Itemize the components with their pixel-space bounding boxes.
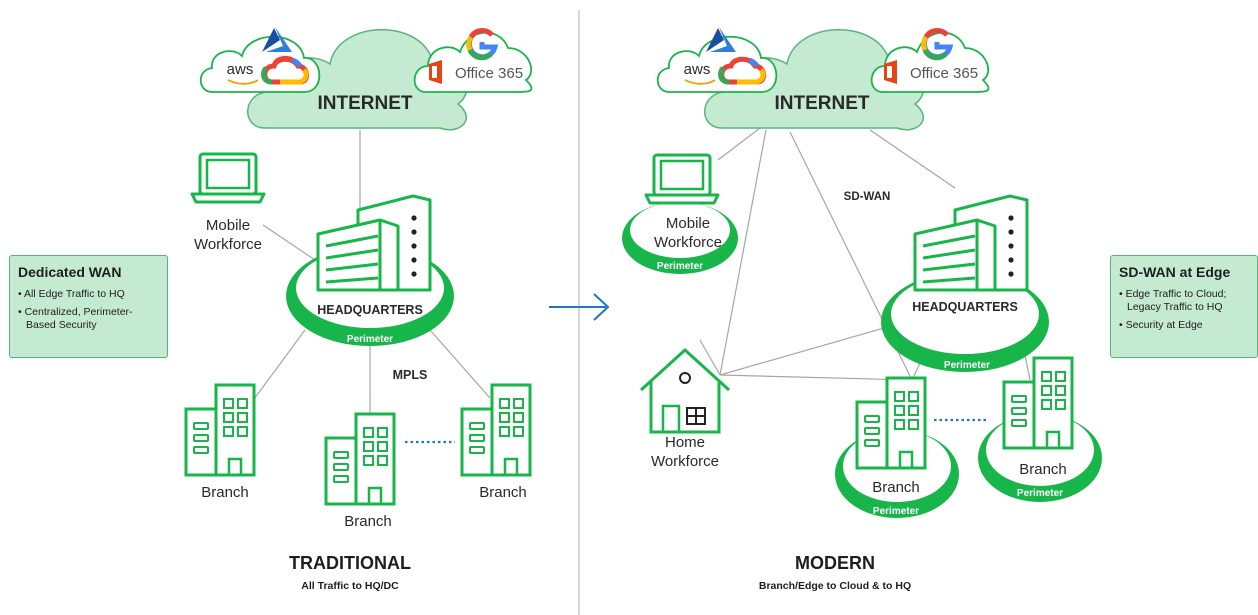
branch-building-icon: [1002, 356, 1074, 450]
panel-item: All Edge Traffic to HQ: [18, 288, 159, 301]
google-logo-icon: [466, 28, 499, 61]
branch-perimeter-label: Perimeter: [1016, 488, 1064, 499]
office365-label: Office 365: [454, 65, 524, 82]
right-service-cloud-icon: [413, 31, 533, 93]
branch-label: Branch: [344, 513, 392, 530]
transition-arrow-icon: [549, 293, 610, 321]
mobile-laptop-icon: [190, 152, 266, 204]
branch-label: Branch: [1019, 461, 1067, 478]
panel-item: Edge Traffic to Cloud; Legacy Traffic to…: [1119, 288, 1249, 314]
mobile-perimeter-ring-icon: [622, 202, 738, 274]
mobile-laptop-icon: [644, 153, 720, 205]
office-logo-icon: [429, 60, 442, 84]
hq-building-icon: [316, 194, 432, 292]
left-service-cloud-icon: [656, 35, 778, 93]
panel-title: Dedicated WAN: [18, 264, 122, 280]
google-cloud-logo-icon: [718, 56, 766, 85]
branch-label: Branch: [479, 484, 527, 501]
office-logo-icon: [884, 60, 897, 84]
azure-logo-icon: [706, 27, 736, 52]
hq-label: HEADQUARTERS: [317, 303, 423, 317]
branch-building-icon: [855, 376, 927, 470]
google-logo-icon: [921, 28, 954, 61]
home-workforce-label: Home Workforce: [650, 434, 720, 470]
right-service-cloud-icon: [870, 31, 990, 93]
internet-label: INTERNET: [317, 93, 413, 114]
panel-title: SD-WAN at Edge: [1119, 264, 1231, 280]
mobile-perimeter-label: Perimeter: [656, 261, 704, 272]
sdwan-label: SD-WAN: [843, 191, 891, 203]
branch-building-icon: [324, 412, 396, 506]
hq-perimeter-label: Perimeter: [346, 334, 394, 345]
branch-perimeter-label: Perimeter: [872, 506, 920, 517]
office365-label: Office 365: [909, 65, 979, 82]
branch-label: Branch: [201, 484, 249, 501]
modern-title: MODERN: [795, 553, 875, 573]
mpls-label: MPLS: [392, 368, 428, 382]
aws-label: aws: [226, 61, 254, 78]
traditional-title: TRADITIONAL: [289, 553, 411, 573]
aws-smile-icon: [684, 79, 716, 85]
hq-label: HEADQUARTERS: [912, 300, 1018, 314]
aws-smile-icon: [227, 79, 259, 85]
branch-building-icon: [184, 383, 256, 477]
hq-building-icon: [913, 194, 1029, 292]
traditional-subtitle: All Traffic to HQ/DC: [301, 580, 399, 592]
aws-label: aws: [683, 61, 711, 78]
traditional-connectors: [245, 130, 491, 420]
dedicated-wan-panel: Dedicated WAN All Edge Traffic to HQ Cen…: [9, 255, 168, 358]
mobile-workforce-label: Mobile Workforce: [653, 215, 723, 251]
sdwan-edge-panel: SD-WAN at Edge Edge Traffic to Cloud; Le…: [1110, 255, 1258, 358]
panel-item: Security at Edge: [1119, 319, 1249, 332]
home-house-icon: [639, 348, 731, 434]
hq-perimeter-ring-icon: [881, 272, 1049, 372]
panel-item: Centralized, Perimeter-Based Security: [18, 306, 159, 332]
azure-logo-icon: [262, 27, 292, 52]
modern-subtitle: Branch/Edge to Cloud & to HQ: [758, 580, 912, 592]
branch-label: Branch: [872, 479, 920, 496]
branch-building-icon: [460, 383, 532, 477]
internet-label: INTERNET: [774, 93, 870, 114]
google-cloud-logo-icon: [261, 55, 309, 85]
hq-perimeter-label: Perimeter: [943, 360, 991, 371]
mobile-workforce-label: Mobile Workforce: [193, 217, 263, 253]
